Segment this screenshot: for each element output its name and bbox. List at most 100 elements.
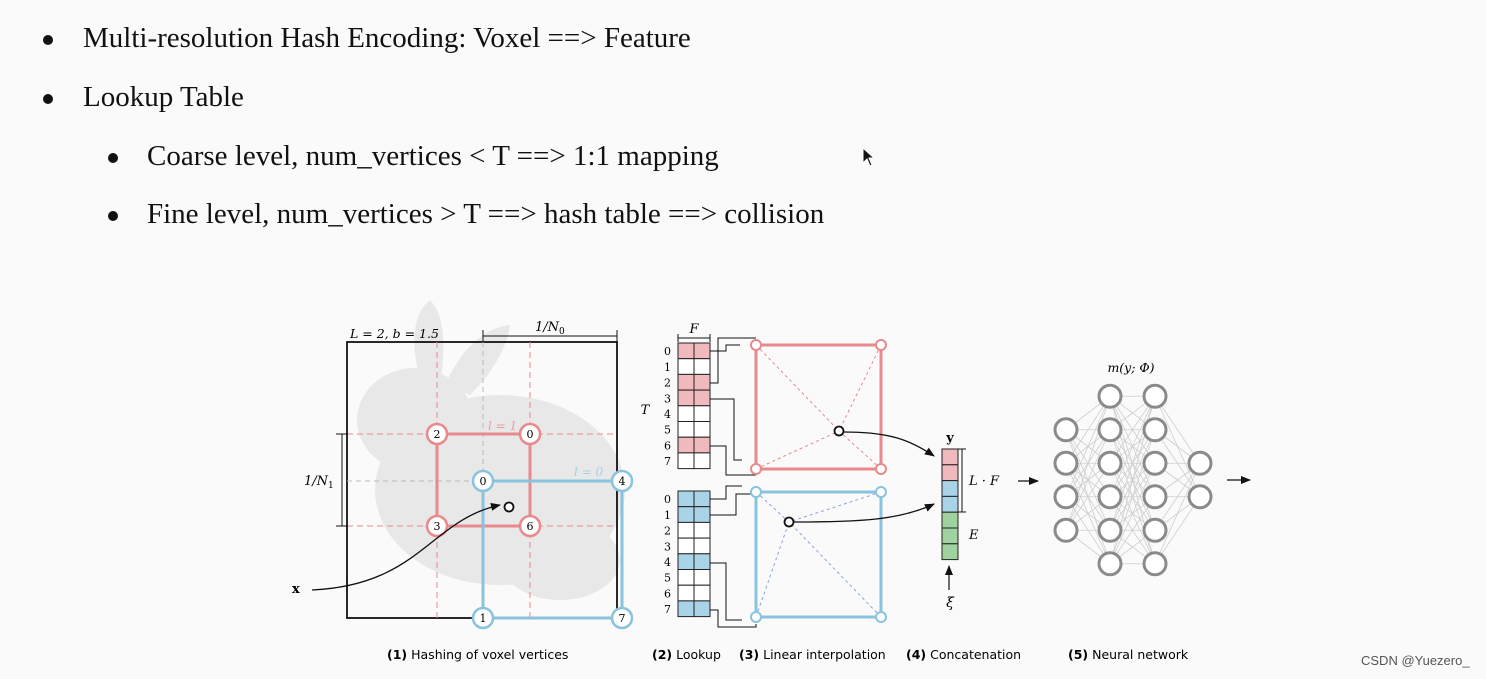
sub-bullet-coarse-level: Coarse level, num_vertices < T ==> 1:1 m… (147, 140, 719, 172)
e-label: E (968, 528, 979, 543)
blue-vertex-label: 0 (480, 475, 487, 488)
red-corner (750, 339, 762, 351)
figure-captions: (1)Hashing of voxel vertices (2) Lookup (… (387, 647, 1189, 662)
panel-interpolation (750, 339, 935, 623)
nn-neuron (1053, 450, 1079, 476)
red-table-cell (693, 452, 711, 470)
n0-label-text: 1/N (535, 320, 560, 335)
panel-neural-network: m(y; Φ) (1053, 360, 1251, 577)
nn-nodes (1053, 383, 1213, 577)
caption-lookup-num: (2) (652, 647, 672, 662)
red-table-index: 2 (664, 377, 671, 390)
red-table-cell (677, 452, 695, 470)
blue-table-cell (677, 521, 695, 539)
nn-edge (1154, 396, 1201, 464)
blue-table-cell (693, 490, 711, 508)
red-table-cell (693, 389, 711, 407)
nn-edge (1109, 396, 1156, 531)
nn-neuron (1097, 417, 1123, 443)
nn-function-label: m(y; Φ) (1107, 360, 1154, 375)
blue-table-cell (693, 506, 711, 523)
blue-corner (875, 486, 887, 498)
nn-neuron (1142, 551, 1168, 577)
blue-vertex-label: 1 (480, 612, 487, 625)
red-corner (875, 339, 887, 351)
red-interp-point (833, 425, 845, 437)
blue-interp-point (783, 516, 795, 528)
bullet-marker (43, 35, 53, 45)
red-vertex-label: 6 (527, 520, 534, 533)
nn-neuron (1142, 484, 1168, 510)
bullet-lookup-table: Lookup Table (83, 81, 244, 113)
red-table-index: 1 (664, 361, 671, 374)
nn-edges (1065, 395, 1201, 565)
red-vertex: 0 (518, 422, 542, 446)
blue-table-cell (677, 490, 695, 508)
nn-edge (1109, 463, 1156, 564)
lf-label: L · F (968, 474, 1000, 489)
blue-table-cell (693, 600, 711, 618)
caption-concatenation: (4)Concatenation (906, 647, 1021, 662)
concat-cell-green (941, 511, 959, 529)
caption-hashing: (1)Hashing of voxel vertices (387, 647, 568, 662)
concat-cell-red (941, 448, 959, 466)
query-point (503, 501, 515, 513)
red-table-index: 7 (664, 455, 671, 468)
red-vertex-label: 0 (527, 428, 534, 441)
nn-neuron (1097, 517, 1123, 543)
blue-table-index: 4 (664, 556, 671, 569)
caption-neural-network: (5)Neural network (1068, 647, 1189, 662)
caption-concatenation-num: (4) (906, 647, 926, 662)
caption-lookup-text: Lookup (676, 647, 721, 662)
caption-hashing-text: Hashing of voxel vertices (411, 647, 568, 662)
y-vector-label: y (945, 431, 954, 446)
nn-edge (1065, 396, 1111, 497)
level-0-label: l = 0 (574, 465, 604, 479)
table-size-label: T (641, 403, 651, 418)
blue-corner (875, 611, 887, 623)
caption-interpolation: (3)Linear interpolation (739, 647, 886, 662)
blue-table-index: 7 (664, 603, 671, 616)
blue-table-cell (693, 584, 711, 602)
blue-table-cell (677, 569, 695, 586)
red-table-index: 6 (664, 439, 671, 452)
concat-cell-red (941, 464, 959, 482)
red-table-cell (693, 421, 711, 438)
red-vertex: 3 (425, 514, 449, 538)
panel-concatenation: y L · F E ξ (941, 431, 1039, 611)
n0-subscript: 0 (559, 327, 565, 337)
nn-edge (1065, 396, 1111, 531)
n1-label-text: 1/N (304, 474, 329, 489)
n1-label: 1/N1 (304, 474, 334, 491)
red-vertex-label: 3 (434, 520, 441, 533)
blue-vertex-label: 7 (619, 612, 626, 625)
concat-cell-blue (941, 495, 959, 513)
blue-vertex: 1 (471, 606, 495, 630)
nn-edge (1109, 396, 1156, 464)
red-table-cell (677, 342, 695, 360)
concat-cell-green (941, 527, 959, 545)
nn-neuron (1053, 517, 1079, 543)
red-table-cell (677, 405, 695, 422)
params-label: L = 2, b = 1.5 (349, 326, 439, 341)
red-vertex: 6 (518, 514, 542, 538)
feature-dim-bracket (677, 334, 711, 342)
xi-label: ξ (946, 595, 955, 611)
blue-interp-lines (755, 491, 882, 618)
red-table-index: 5 (664, 424, 671, 437)
blue-interp-cell (754, 490, 883, 619)
red-table-cell (693, 405, 711, 422)
bunny-silhouette (357, 300, 625, 600)
red-table-cell (677, 358, 695, 375)
blue-table-index: 1 (664, 509, 671, 522)
red-table-index: 0 (664, 345, 671, 358)
red-table-index: 3 (664, 392, 671, 405)
bullet-multires-hash: Multi-resolution Hash Encoding: Voxel ==… (83, 22, 691, 54)
red-table-cell (693, 373, 711, 391)
feature-dim-label: F (688, 322, 699, 337)
blue-to-concat-arrow (793, 503, 935, 523)
caption-neural-network-num: (5) (1068, 647, 1088, 662)
